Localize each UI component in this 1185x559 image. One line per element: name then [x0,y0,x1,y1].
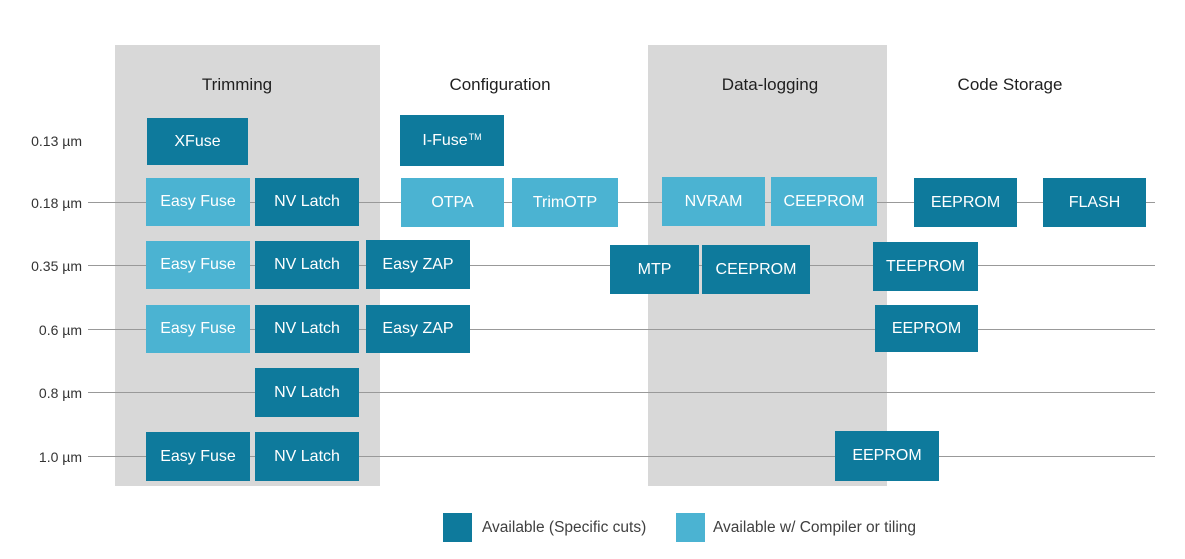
legend-swatch-compiler [676,513,705,542]
matrix-box-label: FLASH [1068,193,1121,211]
matrix-box-label: NV Latch [274,256,340,273]
legend-swatch-specific [443,513,472,542]
matrix-box: Easy ZAP [366,240,470,289]
matrix-box: Easy Fuse [146,305,250,353]
row-label: 0.8 µm [38,385,82,401]
row-label: 0.35 µm [31,258,82,274]
matrix-box: NVRAM [662,177,765,226]
matrix-box: FLASH [1043,178,1146,227]
matrix-box-label: TrimOTP [532,193,598,211]
matrix-box-label: NV Latch [274,320,340,337]
column-header: Code Storage [957,75,1063,94]
matrix-box-label: NVRAM [684,192,743,210]
matrix-box-label: TEEPROM [885,257,966,275]
matrix-box: NV Latch [255,432,359,481]
matrix-box-label: CEEPROM [715,260,797,278]
matrix-box: CEEPROM [771,177,877,226]
matrix-box: CEEPROM [702,245,810,294]
matrix-box: XFuse [147,118,248,165]
gridline [88,392,1155,393]
matrix-box: Easy ZAP [366,305,470,353]
legend-label-compiler: Available w/ Compiler or tiling [713,519,917,536]
matrix-box: NV Latch [255,368,359,417]
matrix-box-label: XFuse [174,132,221,150]
matrix-box: OTPA [401,178,504,227]
matrix-box-label: Easy Fuse [160,256,236,273]
column-header: Configuration [449,75,551,94]
gridline [88,456,1155,457]
matrix-box: NV Latch [255,241,359,289]
matrix-box-label: NV Latch [274,383,340,401]
matrix-box: TEEPROM [873,242,978,291]
matrix-box: TrimOTP [512,178,618,227]
gridline [88,329,1155,330]
matrix-box: EEPROM [914,178,1017,227]
matrix-box: Easy Fuse [146,241,250,289]
matrix-box: NV Latch [255,305,359,353]
row-label: 0.13 µm [31,133,82,149]
matrix-box-label: Easy Fuse [160,320,236,337]
matrix-box-label: OTPA [431,193,474,211]
matrix-box-label: Easy ZAP [382,255,454,273]
matrix-box-label: MTP [637,260,672,278]
matrix-box-label: CEEPROM [783,192,865,210]
matrix-box-label: NV Latch [274,447,340,465]
row-label: 0.18 µm [31,195,82,211]
row-label: 1.0 µm [38,449,82,465]
matrix-box: EEPROM [835,431,939,481]
matrix-box-label: NV Latch [274,193,340,210]
matrix-box-label: I-Fuse [422,131,468,149]
matrix-box-label: Easy ZAP [382,320,454,337]
matrix-box-label: Easy Fuse [160,447,236,465]
column-header: Trimming [201,75,273,94]
matrix-box-label: Easy Fuse [160,193,236,210]
gridline [88,202,1155,203]
matrix-box-label: EEPROM [852,447,922,464]
matrix-box-label: EEPROM [930,193,1001,211]
matrix-box: Easy Fuse [146,178,250,226]
matrix-box: EEPROM [875,305,978,352]
matrix-box: MTP [610,245,699,294]
row-label: 0.6 µm [38,322,82,338]
legend-label-specific: Available (Specific cuts) [482,519,647,536]
matrix-box: Easy Fuse [146,432,250,481]
column-header: Data-logging [721,75,819,94]
matrix-box-label: EEPROM [891,319,962,337]
matrix-box: NV Latch [255,178,359,226]
